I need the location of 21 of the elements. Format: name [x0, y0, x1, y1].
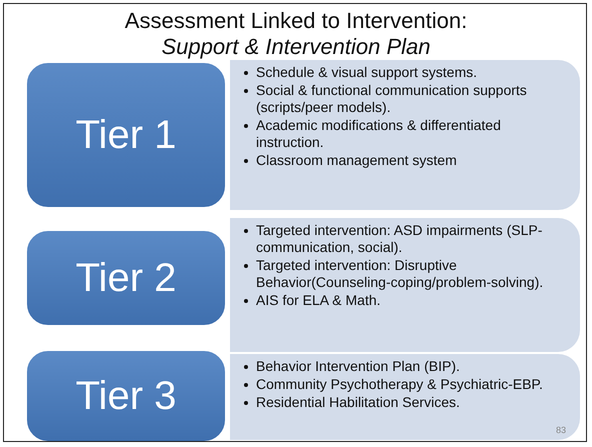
bullet-text: Targeted intervention: ASD impairments (SLP-communication, social). — [256, 222, 544, 256]
bullet-panel — [230, 354, 580, 440]
bullet-panel — [230, 218, 580, 352]
tier-label: Tier 3 — [76, 374, 176, 418]
bullet-text: Residential Habilitation Services. — [256, 394, 460, 411]
tier-label: Tier 2 — [76, 256, 176, 300]
bullet-text: Social & functional communication supports (scripts/peer models). — [256, 82, 528, 116]
slide-title: Assessment Linked to Intervention: Support & Intervention Plan — [124, 8, 468, 60]
bullet-text: Behavior Intervention Plan (BIP). — [256, 358, 460, 375]
bullet-text: Community Psychotherapy & Psychiatric-EBP. — [256, 376, 543, 393]
bullet-text: Classroom management system — [256, 152, 457, 169]
bullet-text: Academic modifications & differentiated instruction. — [256, 117, 502, 151]
page-number: 83 — [556, 425, 566, 435]
bullet-text: AIS for ELA & Math. — [256, 292, 381, 309]
bullet-text: Targeted intervention: Disruptive Behavior(Counseling-coping/problem-solving). — [256, 257, 544, 291]
tier-box — [26, 62, 226, 208]
tier-box — [26, 350, 226, 441]
tier-box — [26, 230, 226, 326]
bullet-text: Schedule & visual support systems. — [256, 64, 477, 81]
bullet-panel — [230, 60, 580, 210]
tier-label: Tier 1 — [76, 112, 176, 158]
